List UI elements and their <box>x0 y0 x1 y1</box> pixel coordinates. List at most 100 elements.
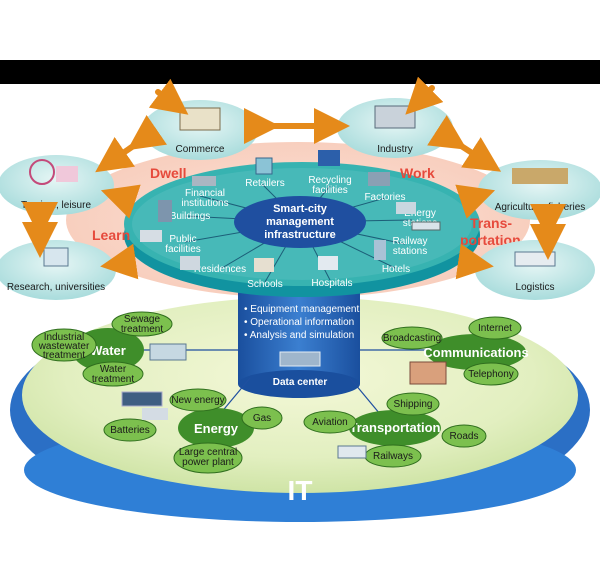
svg-text:Tourism, leisure: Tourism, leisure <box>21 200 91 211</box>
train-icon <box>337 445 367 459</box>
spoke-financial-2: institutions <box>181 198 228 209</box>
castle-icon <box>56 166 78 182</box>
spoke-financial-1: Financial <box>185 188 225 199</box>
energy-large-2: power plant <box>182 457 234 468</box>
cluster-communications: Communications Broadcasting Internet Tel… <box>381 316 529 386</box>
hospital-icon <box>318 256 338 270</box>
transportation-title: Transportation <box>349 420 440 435</box>
label-learn: Learn <box>92 227 130 243</box>
water-plant-icon <box>149 343 187 361</box>
spoke-schools: Schools <box>247 279 283 290</box>
energy-large-1: Large central <box>179 447 237 458</box>
hub-title-line3: infrastructure <box>264 229 336 241</box>
hub-title-line2: management <box>266 216 334 228</box>
trans-aviation: Aviation <box>312 417 347 428</box>
spoke-recycling-2: facilities <box>312 185 348 196</box>
svg-text:Commerce: Commerce <box>176 144 225 155</box>
spoke-railway-1: Railway <box>392 236 427 247</box>
data-center-text: • Equipment management • Operational inf… <box>244 304 359 388</box>
spoke-residences: Residences <box>194 264 246 275</box>
arrow-in-industry <box>405 76 444 115</box>
it-label: IT <box>288 475 313 506</box>
arrow-in-commerce <box>148 78 189 115</box>
trans-railways: Railways <box>373 451 413 462</box>
comm-broadcasting: Broadcasting <box>383 333 441 344</box>
svg-text:Logistics: Logistics <box>516 282 555 293</box>
spoke-factories: Factories <box>364 192 405 203</box>
svg-text:Agriculture, fisheries: Agriculture, fisheries <box>495 202 586 213</box>
dc-item-3: • Analysis and simulation <box>244 330 354 341</box>
hotel-icon <box>374 240 386 260</box>
hub-title-line1: Smart-city <box>273 203 328 215</box>
energy-batteries: Batteries <box>110 425 149 436</box>
spoke-recycling-1: Recycling <box>308 175 351 186</box>
hub-center: Smart-city management infrastructure <box>234 196 366 248</box>
commerce-icon <box>179 107 221 131</box>
label-dwell: Dwell <box>150 165 187 181</box>
water-industrial-2: wastewater <box>38 341 90 352</box>
spoke-energy-1: Energy <box>404 208 436 219</box>
water-water-2: treatment <box>92 374 134 385</box>
label-transportation-1: Trans- <box>470 215 512 231</box>
energy-station-icon <box>396 202 416 214</box>
ferris-wheel-icon <box>29 159 55 185</box>
water-sewage-2: treatment <box>121 324 163 335</box>
node-logistics: Logistics <box>475 240 595 300</box>
comm-internet: Internet <box>478 323 512 334</box>
spoke-public-2: facilities <box>165 244 201 255</box>
researcher-icon <box>43 247 69 267</box>
node-research: Research, universities <box>0 240 116 300</box>
flow-arrows <box>22 76 566 280</box>
solar-panel-icon <box>121 391 163 407</box>
recycling-icon <box>318 150 340 166</box>
ship-icon <box>514 251 556 267</box>
farm-icon <box>512 168 568 184</box>
tanks-icon <box>142 408 168 420</box>
arrow-commerce-tourism <box>95 114 168 173</box>
people-icon <box>409 361 447 385</box>
cluster-transportation: Transportation Shipping Aviation Roads R… <box>303 392 487 468</box>
node-tourism: Tourism, leisure <box>0 155 114 215</box>
dc-label: Data center <box>273 377 328 388</box>
top-bar <box>0 60 600 84</box>
water-industrial-1: Industrial <box>44 332 85 343</box>
retailers-icon <box>255 157 273 175</box>
water-title: Water <box>90 343 126 358</box>
cluster-energy: Energy New energy Gas Batteries Large ce… <box>103 388 283 474</box>
communications-title: Communications <box>423 345 528 360</box>
dc-item-2: • Operational information <box>244 317 354 328</box>
svg-text:Industry: Industry <box>377 144 413 155</box>
energy-gas: Gas <box>253 413 271 424</box>
arrow-hub-agriculture <box>455 184 496 219</box>
spoke-public-1: Public <box>169 234 196 245</box>
spoke-hospitals: Hospitals <box>311 278 352 289</box>
trans-shipping: Shipping <box>394 399 433 410</box>
node-commerce: Commerce <box>142 100 258 160</box>
water-industrial-3: treatment <box>43 350 85 361</box>
node-industry: Industry <box>337 98 453 158</box>
label-work: Work <box>400 165 435 181</box>
dc-item-1: • Equipment management <box>244 304 359 315</box>
arrow-hub-research <box>100 243 139 280</box>
arrow-industry-agriculture <box>427 115 502 172</box>
server-icon <box>279 351 321 367</box>
spoke-hotels: Hotels <box>382 264 410 275</box>
spoke-retailers: Retailers <box>245 178 284 189</box>
arrow-hub-tourism <box>100 184 141 219</box>
energy-title: Energy <box>194 421 239 436</box>
cluster-water: Water Sewage treatment Industrial wastew… <box>31 311 187 387</box>
trans-roads: Roads <box>450 431 479 442</box>
energy-new: New energy <box>171 395 224 406</box>
spoke-railway-2: stations <box>393 246 427 257</box>
arrow-hub-logistics <box>455 243 494 280</box>
railway-icon <box>411 221 441 231</box>
comm-telephony: Telephony <box>468 369 514 380</box>
industry-icon <box>374 105 416 129</box>
svg-text:Research, universities: Research, universities <box>7 282 105 293</box>
school-icon <box>254 258 274 272</box>
residence-icon <box>180 256 200 270</box>
factory-icon <box>368 172 390 186</box>
spoke-buildings: Buildings <box>170 211 211 222</box>
hub-building-icons <box>140 150 441 272</box>
